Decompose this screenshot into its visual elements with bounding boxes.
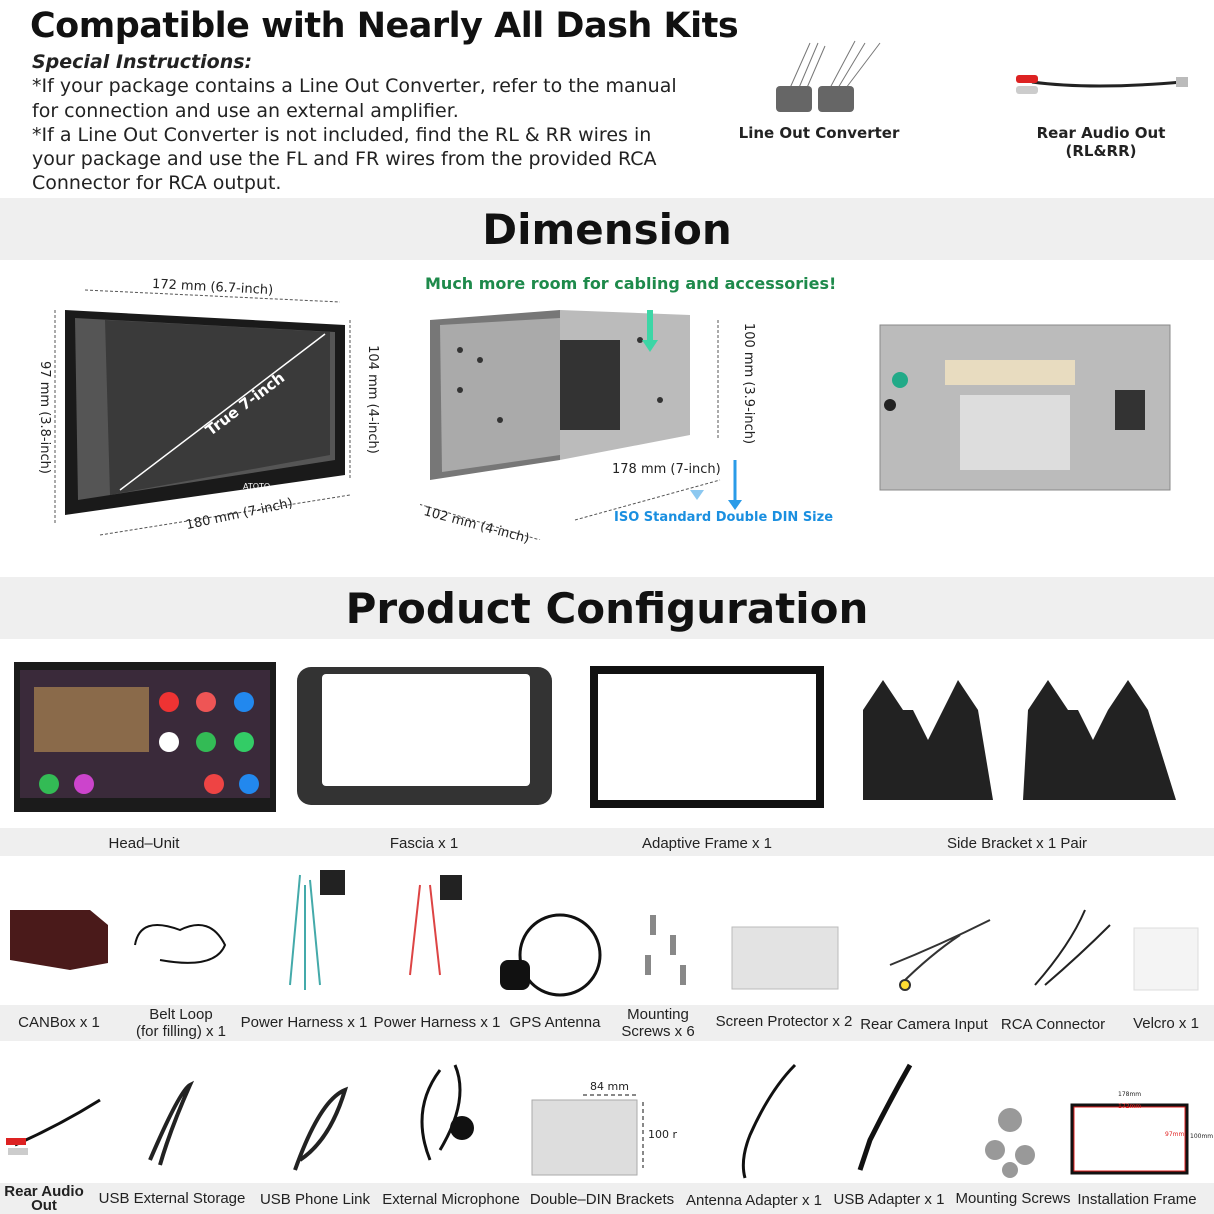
item-mounting-screws: Mounting Screws [955, 1190, 1071, 1207]
rear-camera-input-image [889, 919, 991, 991]
item-usb-phone-link: USB Phone Link [259, 1191, 371, 1208]
row2-images [10, 870, 1199, 997]
row3-images [6, 1063, 1189, 1179]
item-rca-connector: RCA Connector [1000, 1016, 1106, 1033]
item-external-microphone: External Microphone [382, 1191, 520, 1208]
item-head-unit: Head–Unit [108, 835, 180, 852]
item-power-harness-1: Power Harness x 1 [240, 1014, 368, 1031]
adaptive-frame-image [590, 666, 824, 808]
side-bracket-image [863, 680, 1176, 800]
mounting-screws-image [645, 915, 686, 985]
item-canbox: CANBox x 1 [18, 1014, 100, 1031]
item-fascia: Fascia x 1 [389, 835, 459, 852]
instruction-line-1: *If your package contains a Line Out Con… [32, 75, 677, 122]
fascia-image [297, 667, 552, 805]
iso-standard-label: ISO Standard Double DIN Size [614, 510, 834, 525]
dimension-heading: Dimension [0, 198, 1214, 260]
cage-width-label: 178 mm (7-inch) [612, 462, 721, 477]
instructions-heading: Special Instructions: [32, 51, 253, 73]
item-antenna-adapter: Antenna Adapter x 1 [686, 1192, 822, 1209]
installation-frame-image [1070, 1103, 1189, 1175]
belt-loop-image [134, 924, 227, 964]
head-unit-dimension-diagram [54, 289, 351, 536]
bracket-height-label: 100 r [648, 1128, 678, 1141]
antenna-adapter-image [741, 1063, 797, 1179]
double-din-brackets-image [531, 1094, 644, 1176]
configuration-heading: Product Configuration [0, 577, 1214, 639]
page-title: Compatible with Nearly All Dash Kits [30, 6, 739, 46]
item-rear-audio-out: Rear Audio Out [4, 1183, 84, 1214]
rear-audio-out-sub: (RL&RR) [1065, 142, 1137, 160]
item-rear-camera-input: Rear Camera Input [860, 1016, 988, 1033]
unit-height-label: 104 mm (4-inch) [364, 345, 380, 454]
frame-outer-height: 100mm [1190, 1133, 1214, 1140]
gps-antenna-image [500, 913, 602, 997]
frame-inner-height: 97mm [1165, 1131, 1185, 1138]
item-velcro: Velcro x 1 [1133, 1015, 1199, 1032]
item-belt-loop: Belt Loop (for filling) x 1 [135, 1006, 227, 1040]
brand-logo: ATOTO [243, 482, 271, 491]
usb-storage-cable-image [148, 1080, 195, 1166]
item-double-din-brackets: Double–DIN Brackets [529, 1191, 675, 1208]
line-out-converter-image [776, 40, 881, 112]
item-mounting-screws-6: Mounting Screws x 6 [621, 1006, 695, 1040]
row2-label-band [0, 1005, 1214, 1041]
item-usb-adapter: USB Adapter x 1 [833, 1191, 945, 1208]
item-usb-external-storage: USB External Storage [98, 1190, 246, 1207]
frame-inner-width: 172mm [1118, 1103, 1142, 1110]
line-out-converter-label: Line Out Converter [738, 124, 900, 142]
screen-height-label: 97 mm (3.8-inch) [36, 361, 52, 474]
mounting-screws-pile-image [985, 1108, 1035, 1178]
rear-audio-out-label: Rear Audio Out (RL&RR) [1001, 124, 1201, 160]
item-installation-frame: Installation Frame [1077, 1191, 1197, 1208]
rca-connector-image [1034, 909, 1111, 986]
power-harness-image [289, 870, 345, 990]
bracket-width-label: 84 mm [590, 1080, 629, 1093]
unit-rear-image [879, 324, 1171, 491]
usb-adapter-image [857, 1063, 913, 1171]
item-power-harness-2: Power Harness x 1 [373, 1014, 501, 1031]
screen-protector-image [731, 926, 839, 990]
canbox-image [10, 910, 108, 970]
rear-audio-out-title: Rear Audio Out [1036, 124, 1166, 142]
cabling-note: Much more room for cabling and accessori… [425, 274, 837, 293]
item-screen-protector: Screen Protector x 2 [715, 1013, 853, 1030]
rear-audio-out-cable-image [6, 1098, 101, 1155]
instruction-line-2: *If a Line Out Converter is not included… [32, 123, 657, 195]
item-gps-antenna: GPS Antenna [509, 1014, 601, 1031]
power-harness-2-image [409, 875, 462, 976]
din-cage-diagram [420, 310, 742, 540]
frame-outer-width: 178mm [1118, 1091, 1142, 1098]
external-microphone-image [420, 1064, 474, 1161]
cage-height-label: 100 mm (3.9-inch) [741, 322, 757, 445]
velcro-image [1133, 927, 1199, 991]
row3-label-band [0, 1183, 1214, 1214]
head-unit-image [14, 662, 276, 812]
item-adaptive-frame: Adaptive Frame x 1 [641, 835, 773, 852]
item-side-bracket: Side Bracket x 1 Pair [946, 835, 1088, 852]
row1-label-band [0, 828, 1214, 856]
special-instructions: Special Instructions: *If your package c… [32, 50, 682, 196]
rear-audio-out-image [1016, 75, 1188, 94]
usb-phone-link-image [293, 1086, 349, 1171]
